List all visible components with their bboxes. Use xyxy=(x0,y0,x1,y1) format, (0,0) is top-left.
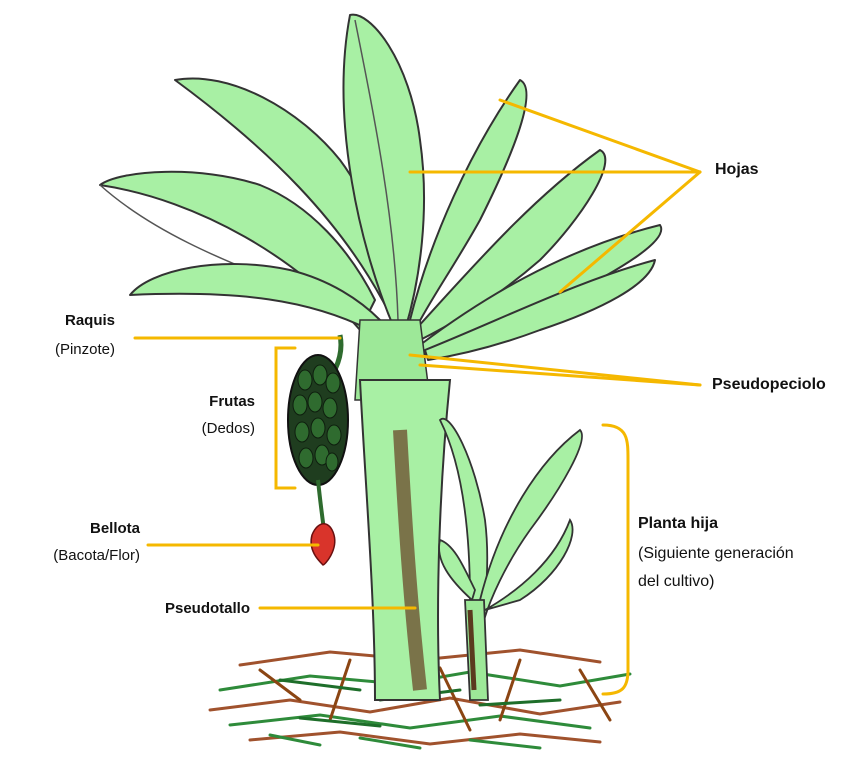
label-raquis: Raquis xyxy=(40,312,115,330)
label-frutas-sub: (Dedos) xyxy=(170,420,255,438)
label-planta-hija-sub2: del cultivo) xyxy=(638,573,714,591)
daughter-plant xyxy=(439,419,582,700)
fruit-bunch xyxy=(288,335,348,565)
leaves xyxy=(100,15,661,360)
bracket-planta-hija xyxy=(603,425,628,694)
label-pseudopeciolo: Pseudopeciolo xyxy=(712,376,826,394)
label-bellota: Bellota xyxy=(30,520,140,538)
line-pseudopeciolo-2 xyxy=(420,365,700,385)
label-pseudotallo: Pseudotallo xyxy=(120,600,250,618)
label-raquis-sub: (Pinzote) xyxy=(30,341,115,359)
label-frutas: Frutas xyxy=(180,393,255,411)
label-planta-hija-sub1: (Siguiente generación xyxy=(638,545,794,563)
label-bellota-sub: (Bacota/Flor) xyxy=(0,547,140,565)
pseudostem xyxy=(360,380,450,700)
label-planta-hija: Planta hija xyxy=(638,515,718,533)
label-hojas: Hojas xyxy=(715,161,759,179)
